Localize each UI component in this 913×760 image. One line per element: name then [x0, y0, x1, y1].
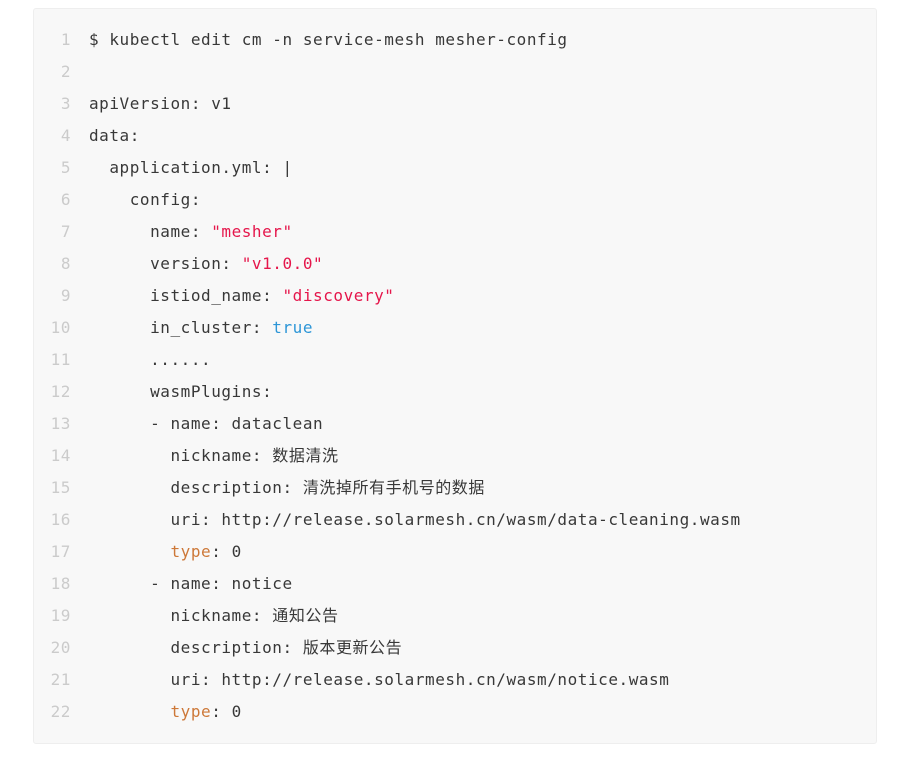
code-text: apiVersion: v1: [89, 88, 232, 120]
code-line: 22 type: 0: [50, 696, 856, 728]
line-number: 10: [50, 318, 71, 337]
code-text: description: 版本更新公告: [89, 632, 402, 664]
code-line: 16 uri: http://release.solarmesh.cn/wasm…: [50, 504, 856, 536]
token-string: "mesher": [211, 222, 293, 241]
code-text: data:: [89, 120, 140, 152]
token-plain: in_cluster:: [89, 318, 273, 337]
code-text: - name: notice: [89, 568, 293, 600]
code-line: 13 - name: dataclean: [50, 408, 856, 440]
code-line: 2: [50, 56, 856, 88]
code-line: 6 config:: [50, 184, 856, 216]
line-number: 6: [60, 190, 71, 209]
line-number: 13: [50, 414, 71, 433]
code-line: 19 nickname: 通知公告: [50, 600, 856, 632]
code-line: 3 apiVersion: v1: [50, 88, 856, 120]
token-plain: version:: [89, 254, 242, 273]
code-text: in_cluster: true: [89, 312, 313, 344]
code-lines: 1 $ kubectl edit cm -n service-mesh meshe…: [50, 24, 856, 728]
code-text: nickname: 数据清洗: [89, 440, 339, 472]
token-plain: name:: [89, 222, 212, 241]
token-plain: ......: [89, 350, 212, 369]
token-boolean: true: [272, 318, 314, 337]
code-line: 18 - name: notice: [50, 568, 856, 600]
code-line: 14 nickname: 数据清洗: [50, 440, 856, 472]
line-number: 19: [50, 606, 71, 625]
code-line: 4 data:: [50, 120, 856, 152]
code-line: 5 application.yml: |: [50, 152, 856, 184]
token-plain: uri: http://release.solarmesh.cn/wasm/da…: [89, 510, 741, 529]
code-line: 21 uri: http://release.solarmesh.cn/wasm…: [50, 664, 856, 696]
code-line: 9 istiod_name: "discovery": [50, 280, 856, 312]
token-plain: [89, 542, 170, 561]
code-text: version: "v1.0.0": [89, 248, 323, 280]
line-number: 16: [50, 510, 71, 529]
token-plain: uri: http://release.solarmesh.cn/wasm/no…: [89, 670, 670, 689]
token-plain: istiod_name:: [89, 286, 283, 305]
line-number: 7: [60, 222, 71, 241]
code-text: nickname: 通知公告: [89, 600, 339, 632]
code-text: wasmPlugins:: [89, 376, 272, 408]
token-keyword: type: [170, 702, 212, 721]
token-plain: : 0: [211, 702, 242, 721]
code-line: 1 $ kubectl edit cm -n service-mesh meshe…: [50, 24, 856, 56]
code-line: 8 version: "v1.0.0": [50, 248, 856, 280]
code-text: uri: http://release.solarmesh.cn/wasm/da…: [89, 504, 741, 536]
line-number: 15: [50, 478, 71, 497]
code-text: uri: http://release.solarmesh.cn/wasm/no…: [89, 664, 669, 696]
code-line: 20 description: 版本更新公告: [50, 632, 856, 664]
line-number: 4: [60, 126, 71, 145]
code-text: $ kubectl edit cm -n service-mesh mesher…: [89, 24, 568, 56]
token-plain: nickname: 通知公告: [89, 606, 339, 625]
line-number: 5: [60, 158, 71, 177]
token-string: "v1.0.0": [241, 254, 324, 273]
code-text: name: "mesher": [89, 216, 293, 248]
token-string: "discovery": [282, 286, 395, 305]
code-line: 12 wasmPlugins:: [50, 376, 856, 408]
code-line: 11 ......: [50, 344, 856, 376]
code-text: type: 0: [89, 536, 242, 568]
code-text: istiod_name: "discovery": [89, 280, 395, 312]
token-plain: : 0: [211, 542, 242, 561]
code-block-card: 1 $ kubectl edit cm -n service-mesh meshe…: [33, 8, 877, 744]
code-text: application.yml: |: [89, 152, 293, 184]
line-number: 11: [50, 350, 71, 369]
line-number: 22: [50, 702, 71, 721]
line-number: 14: [50, 446, 71, 465]
token-plain: $ kubectl edit cm -n service-mesh mesher…: [89, 30, 568, 49]
token-plain: apiVersion: v1: [89, 94, 232, 113]
code-line: 7 name: "mesher": [50, 216, 856, 248]
line-number: 18: [50, 574, 71, 593]
line-number: 17: [50, 542, 71, 561]
token-plain: data:: [89, 126, 140, 145]
token-plain: config:: [89, 190, 202, 209]
line-number: 21: [50, 670, 71, 689]
line-number: 3: [60, 94, 71, 113]
token-keyword: type: [170, 542, 212, 561]
code-text: type: 0: [89, 696, 242, 728]
line-number: 20: [50, 638, 71, 657]
line-number: 9: [60, 286, 71, 305]
code-text: config:: [89, 184, 201, 216]
code-line: 17 type: 0: [50, 536, 856, 568]
line-number: 8: [60, 254, 71, 273]
code-text: - name: dataclean: [89, 408, 323, 440]
token-plain: nickname: 数据清洗: [89, 446, 339, 465]
code-text: ......: [89, 344, 211, 376]
token-plain: - name: dataclean: [89, 414, 324, 433]
token-plain: description: 清洗掉所有手机号的数据: [89, 478, 485, 497]
code-line: 15 description: 清洗掉所有手机号的数据: [50, 472, 856, 504]
token-plain: application.yml: |: [89, 158, 293, 177]
code-line: 10 in_cluster: true: [50, 312, 856, 344]
code-text: description: 清洗掉所有手机号的数据: [89, 472, 485, 504]
line-number: 2: [60, 62, 71, 81]
token-plain: - name: notice: [89, 574, 293, 593]
line-number: 1: [60, 30, 71, 49]
token-plain: [89, 702, 170, 721]
token-plain: wasmPlugins:: [89, 382, 273, 401]
line-number: 12: [50, 382, 71, 401]
token-plain: description: 版本更新公告: [89, 638, 403, 657]
